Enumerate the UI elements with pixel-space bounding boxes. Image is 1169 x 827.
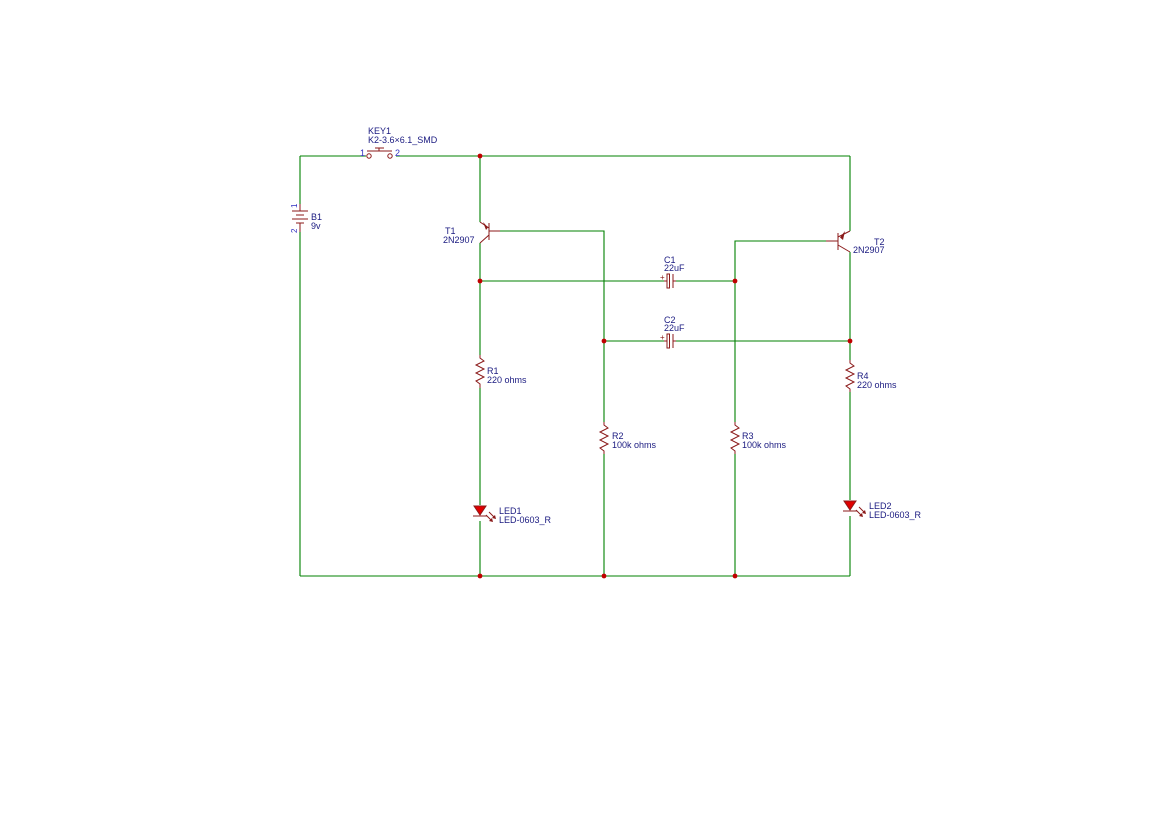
c2-value: 22uF <box>664 323 685 333</box>
t2-emitter-arrow <box>840 231 845 240</box>
junction-c1-right <box>732 278 738 284</box>
junction-c1-left <box>477 278 483 284</box>
c2-polarity: + <box>660 333 665 342</box>
junction-bottom-r3 <box>732 573 738 579</box>
r1-zigzag <box>474 355 486 388</box>
r4-resistor[interactable]: R4 220 ohms <box>844 360 897 392</box>
led2-ray-arrow-1 <box>859 513 863 517</box>
t1-value: 2N2907 <box>443 235 475 245</box>
r3-zigzag <box>729 422 741 454</box>
t2-collector-leg <box>837 244 851 253</box>
r1-value: 220 ohms <box>487 375 527 385</box>
key1-contact-right <box>387 153 393 159</box>
t1-ref: T1 <box>445 226 456 236</box>
r4-zigzag <box>844 360 856 392</box>
b1-pin1: 1 <box>290 203 299 208</box>
c2-ref: C2 <box>664 315 676 325</box>
r2-resistor[interactable]: R2 100k ohms <box>598 422 657 454</box>
r3-resistor[interactable]: R3 100k ohms <box>729 422 787 454</box>
junction-top-t1 <box>477 153 483 159</box>
led1-ref: LED1 <box>499 506 522 516</box>
led1-ray-arrow-2 <box>492 515 496 519</box>
r1-ref: R1 <box>487 366 499 376</box>
b1-value: 9v <box>311 221 321 231</box>
led1-diode[interactable]: LED1 LED-0603_R <box>473 505 552 525</box>
c2-capacitor[interactable]: + C2 22uF <box>660 315 685 349</box>
r2-value: 100k ohms <box>612 440 657 450</box>
t1-transistor[interactable]: T1 2N2907 <box>443 221 500 245</box>
c1-plate-positive <box>666 273 670 289</box>
key1-value: K2-3.6×6.1_SMD <box>368 135 438 145</box>
wires <box>299 155 851 577</box>
key1-pin1: 1 <box>360 148 365 158</box>
t2-ref: T2 <box>874 237 885 247</box>
junctions <box>477 153 853 579</box>
junction-bottom-r2 <box>601 573 607 579</box>
c1-value: 22uF <box>664 263 685 273</box>
c1-capacitor[interactable]: + C1 22uF <box>660 255 685 289</box>
r2-ref: R2 <box>612 431 624 441</box>
b1-battery[interactable]: 1 2 B1 9v <box>290 203 322 233</box>
r3-ref: R3 <box>742 431 754 441</box>
r1-resistor[interactable]: R1 220 ohms <box>474 355 527 388</box>
key1-ref: KEY1 <box>368 126 391 136</box>
led1-ray-arrow-1 <box>489 518 493 522</box>
c1-polarity: + <box>660 273 665 282</box>
c1-ref: C1 <box>664 255 676 265</box>
led2-ray-arrow-2 <box>862 510 866 514</box>
led2-value: LED-0603_R <box>869 510 922 520</box>
b1-pin2: 2 <box>290 228 299 233</box>
led2-triangle <box>843 500 857 511</box>
b1-ref: B1 <box>311 212 322 222</box>
key1-contact-left <box>366 153 372 159</box>
wire-t1-base <box>500 230 605 422</box>
c2-plate-positive <box>666 333 670 349</box>
t2-transistor[interactable]: T2 2N2907 <box>826 230 885 255</box>
led2-ref: LED2 <box>869 501 892 511</box>
r4-ref: R4 <box>857 371 869 381</box>
t2-value: 2N2907 <box>853 245 885 255</box>
r3-value: 100k ohms <box>742 440 787 450</box>
led2-diode[interactable]: LED2 LED-0603_R <box>843 500 922 520</box>
r2-zigzag <box>598 422 610 454</box>
wire-t2-base <box>734 240 826 422</box>
led1-triangle <box>473 505 487 516</box>
led1-value: LED-0603_R <box>499 515 552 525</box>
junction-bottom-led1 <box>477 573 483 579</box>
junction-c2-left <box>601 338 607 344</box>
key1-pin2: 2 <box>395 148 400 158</box>
key1-actuator <box>367 147 392 152</box>
t1-emitter-arrow <box>483 222 488 230</box>
r4-value: 220 ohms <box>857 380 897 390</box>
junction-c2-right <box>847 338 853 344</box>
t1-collector-leg <box>479 234 490 244</box>
key1-switch[interactable]: 1 2 KEY1 K2-3.6×6.1_SMD <box>360 126 438 159</box>
